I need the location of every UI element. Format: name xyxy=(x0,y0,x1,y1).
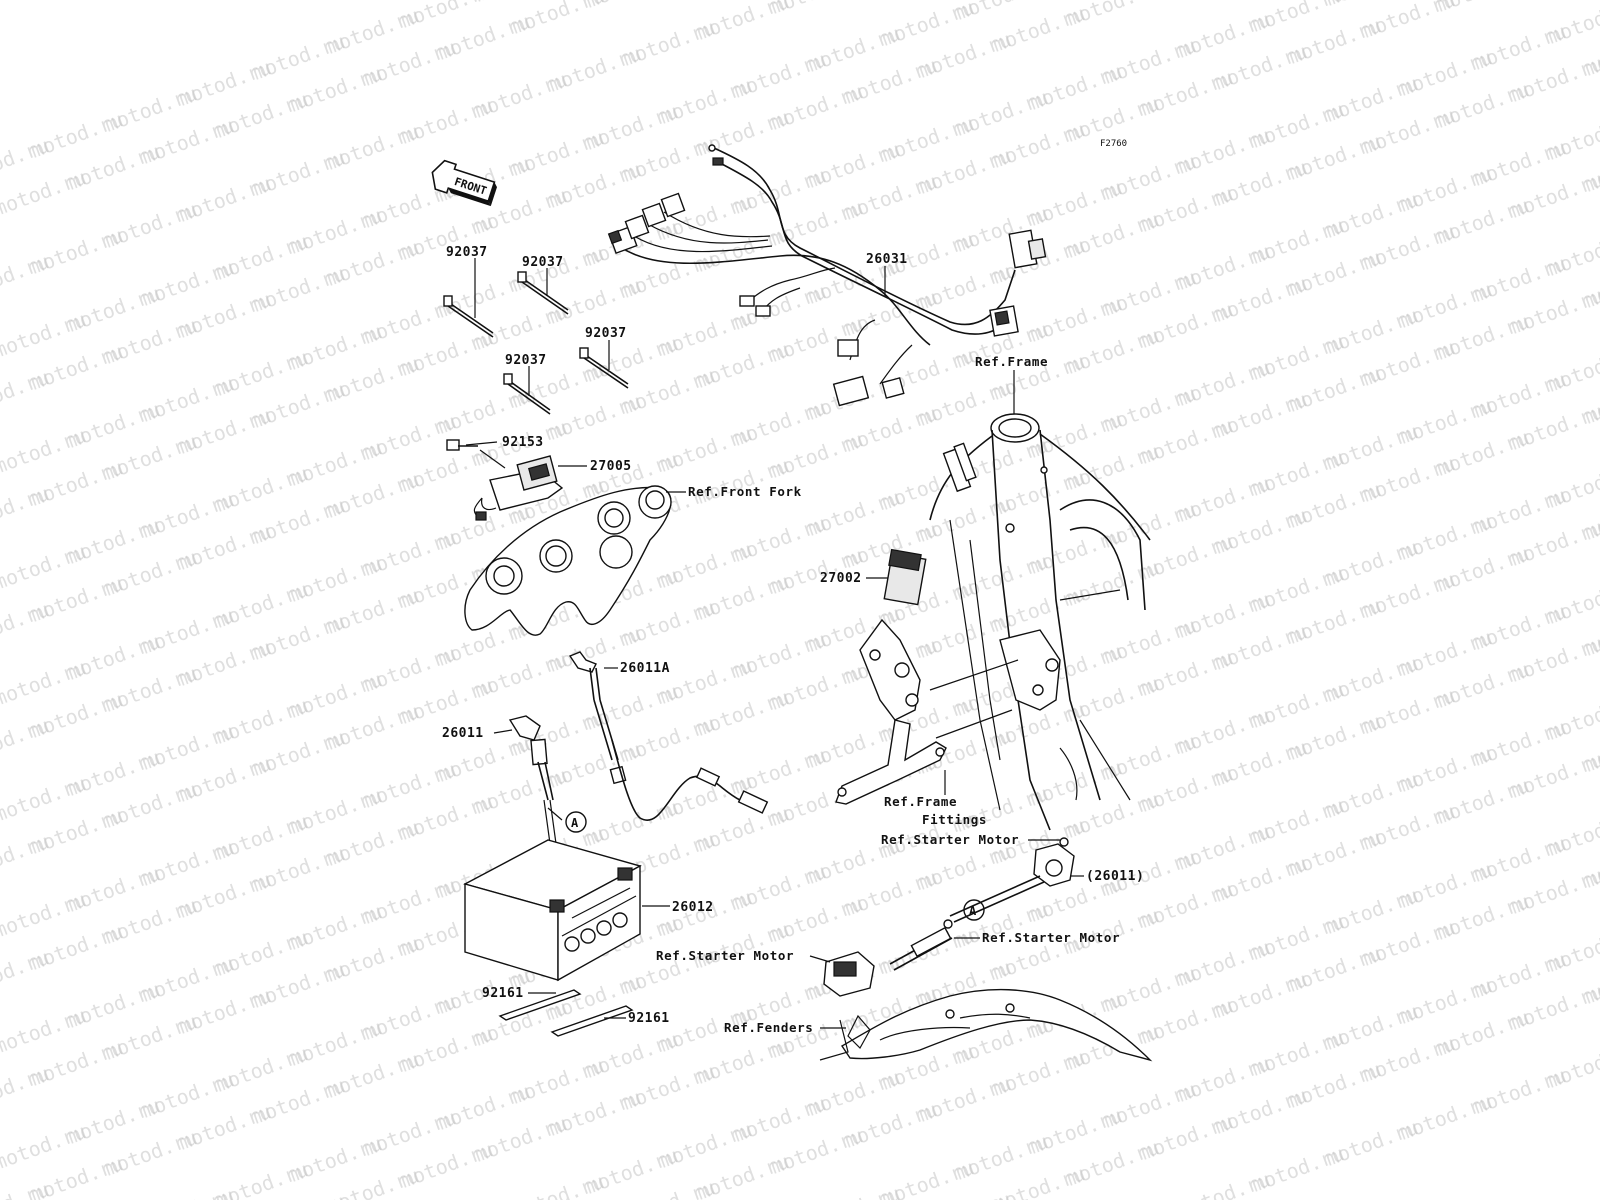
ref-starter-motor-label-2: Ref.Starter Motor xyxy=(982,930,1120,945)
ref-starter-motor-label-1: Ref.Starter Motor xyxy=(881,832,1019,847)
watermark-text: motod.ru xyxy=(768,0,867,19)
ref-front-fork-label: Ref.Front Fork xyxy=(688,484,802,499)
part-92037b-label: 92037 xyxy=(522,255,564,270)
watermark-text: motod.ru xyxy=(1138,0,1237,5)
fender-assembly xyxy=(819,988,1153,1062)
part-26012-label: 26012 xyxy=(672,900,714,915)
part-27002-label: 27002 xyxy=(820,571,862,586)
part-26031-label: 26031 xyxy=(866,252,908,267)
ref-fenders-label: Ref.Fenders xyxy=(724,1020,813,1035)
starter-cable-assembly xyxy=(823,837,1075,997)
part-92161b-label: 92161 xyxy=(628,1011,670,1026)
marker-a-top xyxy=(565,811,587,833)
part-92037d-label: 92037 xyxy=(505,353,547,368)
marker-a-top-label: A xyxy=(571,816,579,830)
ref-frame-label: Ref.Frame xyxy=(975,354,1048,369)
part-26011A-label: 26011A xyxy=(620,661,670,676)
frame-assembly xyxy=(929,413,1151,831)
watermark-text: motod.ru xyxy=(1545,341,1600,396)
battery-pads xyxy=(498,989,634,1037)
front-fork-assembly xyxy=(446,439,672,636)
part-92153-label: 92153 xyxy=(502,435,544,450)
ref-frame-fittings-label-2: Fittings xyxy=(922,812,987,827)
battery xyxy=(463,839,642,982)
part-26011-ref-label: (26011) xyxy=(1086,869,1144,884)
part-92037a-label: 92037 xyxy=(446,245,488,260)
part-92161a-label: 92161 xyxy=(482,986,524,1001)
front-arrow-icon: FRONT xyxy=(431,159,497,207)
watermark-text: motod.ru xyxy=(1545,109,1600,164)
part-92037c-label: 92037 xyxy=(585,326,627,341)
part-27005-label: 27005 xyxy=(590,459,632,474)
watermark-text: motod.ru xyxy=(1545,805,1600,860)
battery-cables xyxy=(508,651,769,881)
ref-starter-motor-label-3: Ref.Starter Motor xyxy=(656,948,794,963)
relay-bracket-assembly xyxy=(835,548,1019,805)
part-26011-label: 26011 xyxy=(442,726,484,741)
marker-a-bottom-label: A xyxy=(969,904,977,918)
cable-ties xyxy=(443,271,629,415)
watermark-text: motod.ru xyxy=(1545,573,1600,628)
figure-code: F2760 xyxy=(1100,139,1127,149)
watermark-text: motod.ru xyxy=(1545,225,1600,280)
watermark-text: motod.ru xyxy=(583,0,682,13)
watermark-text: motod.ru xyxy=(1545,921,1600,976)
ref-frame-fittings-label-1: Ref.Frame xyxy=(884,794,957,809)
main-harness xyxy=(607,144,1047,407)
watermark-text: motod.ru xyxy=(1545,457,1600,512)
watermark-text: motod.ru xyxy=(1064,0,1163,31)
watermark-text: motod.ru xyxy=(1434,0,1533,17)
watermark-text: motod.ru xyxy=(1545,689,1600,744)
watermark-text: motod.ru xyxy=(1545,1037,1600,1092)
watermark-text: motod.ru xyxy=(1545,0,1600,49)
